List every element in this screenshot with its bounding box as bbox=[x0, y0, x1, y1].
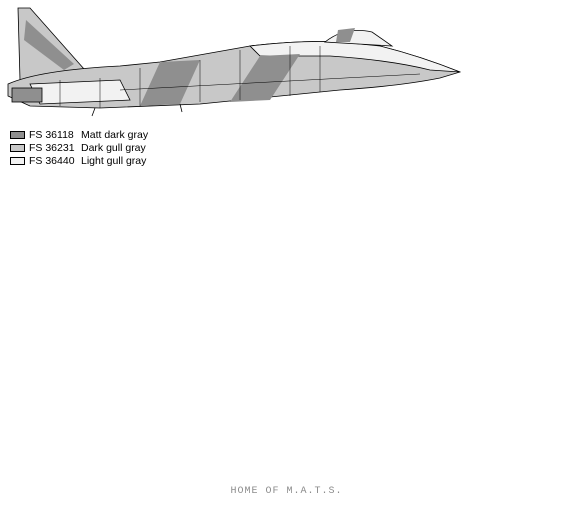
legend-swatch-matt-dark-gray bbox=[10, 130, 25, 139]
legend-code: FS 36231 bbox=[29, 141, 75, 154]
legend-name: Light gull gray bbox=[81, 154, 147, 167]
legend-code: FS 36440 bbox=[29, 154, 75, 167]
legend-code: FS 36118 bbox=[29, 128, 74, 141]
legend-item: FS 36118 Matt dark gray bbox=[10, 128, 148, 141]
legend-item: FS 36440 Light gull gray bbox=[10, 154, 148, 167]
legend-name: Matt dark gray bbox=[81, 128, 149, 141]
legend-swatch-light-gull-gray bbox=[10, 156, 25, 165]
site-caption: HOME OF M.A.T.S. bbox=[230, 486, 343, 497]
legend-item: FS 36231 Dark gull gray bbox=[10, 141, 148, 154]
side-view-left bbox=[7, 7, 462, 117]
legend-swatch-dark-gull-gray bbox=[10, 143, 25, 152]
legend-name: Dark gull gray bbox=[81, 141, 146, 154]
color-legend: FS 36118 Matt dark gray FS 36231 Dark gu… bbox=[10, 128, 148, 167]
